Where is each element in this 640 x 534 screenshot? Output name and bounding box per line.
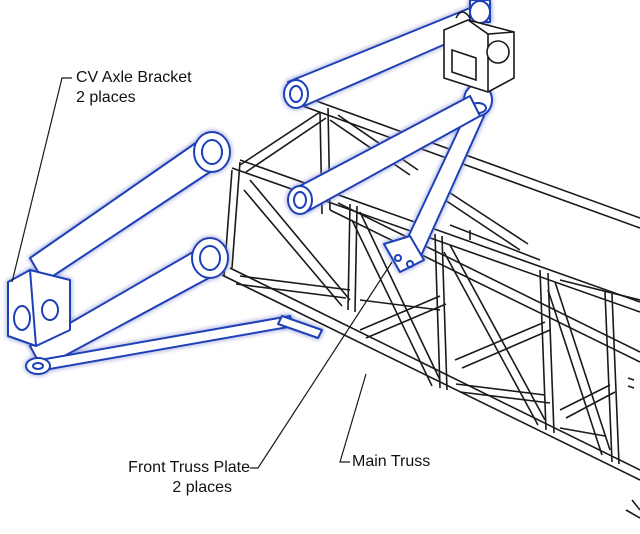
cv-bracket-bottom-end	[25, 357, 51, 375]
label-cv-axle-bracket-qty: 2 places	[76, 89, 136, 106]
label-cv-axle-bracket-name: CV Axle Bracket	[76, 69, 192, 86]
upper-arm-tube-end	[283, 79, 309, 109]
label-front-truss-plate: Front Truss Plate 2 places	[88, 458, 250, 498]
front-truss-plate-upper	[383, 235, 425, 273]
label-front-truss-plate-name: Front Truss Plate	[128, 459, 250, 476]
long-lower-arm-end	[191, 237, 229, 279]
front-truss-plate	[277, 315, 323, 339]
leader-cv-axle-bracket	[11, 77, 72, 283]
label-front-truss-plate-qty: 2 places	[172, 479, 232, 496]
leader-front-truss-plate	[250, 261, 393, 469]
label-cv-axle-bracket: CV Axle Bracket 2 places	[76, 68, 192, 108]
leader-lines	[11, 77, 393, 469]
main-truss	[221, 97, 640, 519]
middle-arm-tube-end	[287, 185, 313, 215]
label-main-truss: Main Truss	[352, 452, 430, 472]
highlighted-assembly	[7, 0, 493, 375]
leader-main-truss	[339, 373, 367, 463]
top-cv-axle-bracket	[443, 11, 515, 93]
label-main-truss-name: Main Truss	[352, 453, 431, 470]
long-upper-arm-end	[193, 131, 231, 173]
